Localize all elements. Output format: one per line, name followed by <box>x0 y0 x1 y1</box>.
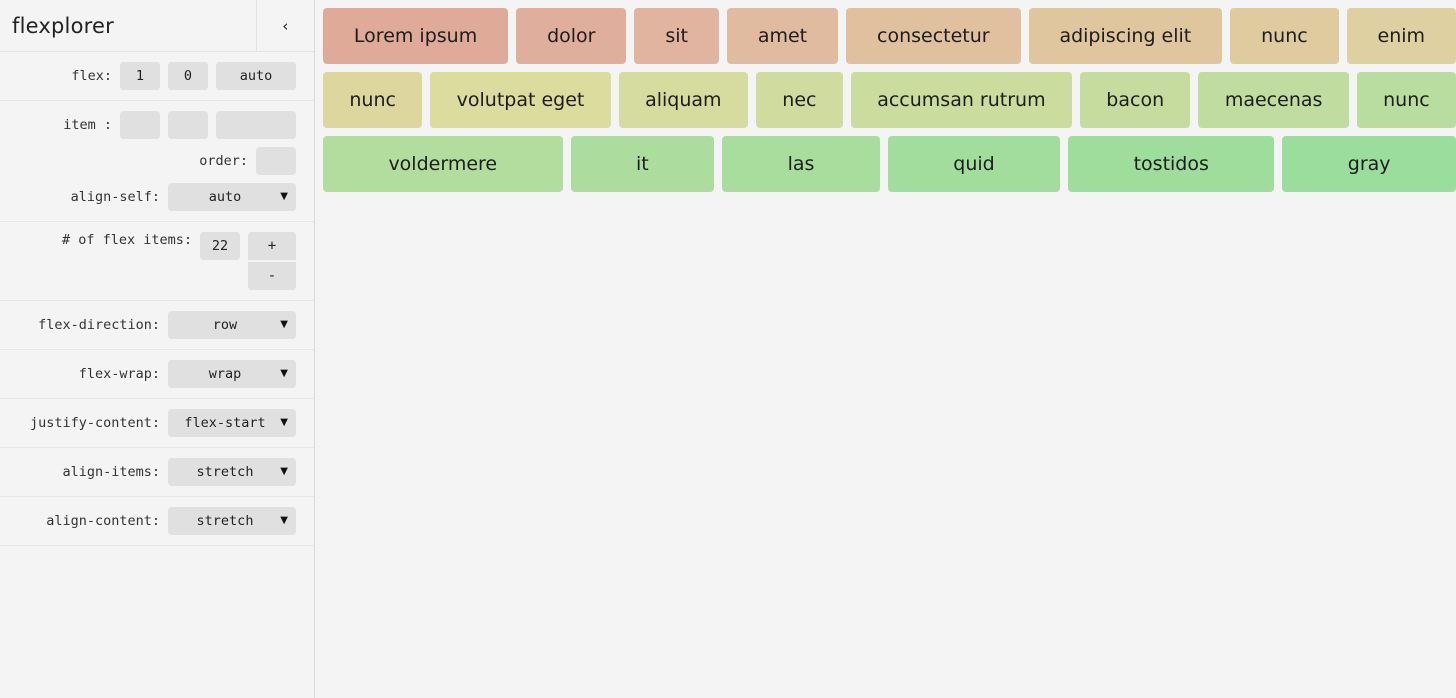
decrement-items-button[interactable]: - <box>248 262 296 290</box>
collapse-sidebar-button[interactable]: ‹ <box>256 0 314 51</box>
flex-item[interactable]: nec <box>755 72 843 128</box>
flex-item[interactable]: dolor <box>516 8 627 64</box>
flex-item-label: aliquam <box>645 89 722 111</box>
flex-item-label: tostidos <box>1133 153 1209 175</box>
flex-item[interactable]: amet <box>726 8 839 64</box>
flex-item-label: adipiscing elit <box>1059 25 1192 47</box>
item-label: item : <box>63 117 112 133</box>
flex-wrap-select[interactable]: nowrapwrapwrap-reverse <box>168 360 296 388</box>
flex-item-count-row: # of flex items: + - <box>0 222 314 301</box>
align-content-label: align-content: <box>46 513 160 529</box>
justify-content-row: justify-content: flex-startflex-endcente… <box>0 399 314 448</box>
flex-item[interactable]: adipiscing elit <box>1028 8 1223 64</box>
app-title: flexplorer <box>12 13 114 38</box>
flex-item-count-stepper: + - <box>248 232 296 290</box>
item-grow-input[interactable] <box>120 111 160 139</box>
order-label: order: <box>199 153 248 169</box>
flex-item[interactable]: nunc <box>1356 72 1456 128</box>
flex-container: Lorem ipsum dolor sit amet consectetur adipis… <box>323 8 1456 192</box>
flex-item-label: it <box>635 153 649 175</box>
align-items-label: align-items: <box>62 464 160 480</box>
flex-item[interactable]: quid <box>887 136 1061 192</box>
order-input[interactable] <box>256 147 296 175</box>
flex-item[interactable]: nunc <box>323 72 423 128</box>
flex-item[interactable]: sit <box>634 8 719 64</box>
flex-item[interactable]: nunc <box>1230 8 1339 64</box>
flex-item-count-input[interactable] <box>200 232 240 260</box>
align-content-row: align-content: stretchflex-startflex-end… <box>0 497 314 546</box>
chevron-left-icon: ‹ <box>280 16 291 35</box>
flex-item-label: enim <box>1377 25 1426 47</box>
flex-item[interactable]: volutpat eget <box>430 72 611 128</box>
flex-item[interactable]: enim <box>1346 8 1456 64</box>
flex-item-label: amet <box>757 25 808 47</box>
flex-direction-row: flex-direction: rowrow-reversecolumncolu… <box>0 301 314 350</box>
flex-direction-select[interactable]: rowrow-reversecolumncolumn-reverse <box>168 311 296 339</box>
control-sidebar: flexplorer ‹ flex: item : order: <box>0 0 315 698</box>
flex-direction-label: flex-direction: <box>38 317 160 333</box>
flex-item-label: sit <box>665 25 688 47</box>
flex-item[interactable]: tostidos <box>1068 136 1275 192</box>
flex-item-label: dolor <box>547 25 596 47</box>
flex-item-label: nec <box>782 89 817 111</box>
justify-content-label: justify-content: <box>29 415 160 431</box>
align-items-select[interactable]: stretchflex-startflex-endcenterbaseline <box>168 458 296 486</box>
flex-item-label: Lorem ipsum <box>353 25 478 47</box>
flex-item-label: las <box>787 153 815 175</box>
align-content-select[interactable]: stretchflex-startflex-endcenterspace-bet… <box>168 507 296 535</box>
flex-item[interactable]: gray <box>1282 136 1456 192</box>
increment-items-button[interactable]: + <box>248 232 296 260</box>
flex-label: flex: <box>71 68 112 84</box>
flex-item[interactable]: maecenas <box>1198 72 1349 128</box>
flex-item[interactable]: voldermere <box>323 136 563 192</box>
flex-item[interactable]: Lorem ipsum <box>323 8 509 64</box>
flex-item[interactable]: accumsan rutrum <box>850 72 1072 128</box>
align-self-label: align-self: <box>70 189 160 205</box>
sidebar-header: flexplorer ‹ <box>0 0 314 52</box>
flex-item-label: maecenas <box>1224 89 1323 111</box>
flex-preview-area: Lorem ipsum dolor sit amet consectetur adipis… <box>315 0 1456 698</box>
flex-item-label: volutpat eget <box>456 89 585 111</box>
item-properties-row: item : order: align-self: autoflex-start… <box>0 101 314 222</box>
flex-grow-input[interactable] <box>120 62 160 90</box>
flex-wrap-row: flex-wrap: nowrapwrapwrap-reverse ▼ <box>0 350 314 399</box>
flex-item-count-label: # of flex items: <box>61 232 192 248</box>
align-self-select[interactable]: autoflex-startflex-endcenterbaselinestre… <box>168 183 296 211</box>
flex-item-label: gray <box>1347 153 1391 175</box>
flex-item[interactable]: las <box>722 136 880 192</box>
flex-shorthand-row: flex: <box>0 52 314 101</box>
flex-item-label: nunc <box>349 89 396 111</box>
flex-item-label: quid <box>953 153 995 175</box>
flex-item[interactable]: aliquam <box>618 72 748 128</box>
flex-item-label: bacon <box>1106 89 1165 111</box>
flex-wrap-label: flex-wrap: <box>78 366 160 382</box>
flex-item[interactable]: bacon <box>1079 72 1191 128</box>
flex-item-label: nunc <box>1383 89 1430 111</box>
flex-item[interactable]: consectetur <box>846 8 1021 64</box>
flex-basis-input[interactable] <box>216 62 296 90</box>
flex-shrink-input[interactable] <box>168 62 208 90</box>
justify-content-select[interactable]: flex-startflex-endcenterspace-betweenspa… <box>168 409 296 437</box>
flex-item-label: consectetur <box>877 25 990 47</box>
item-basis-input[interactable] <box>216 111 296 139</box>
flex-item-label: nunc <box>1261 25 1308 47</box>
align-items-row: align-items: stretchflex-startflex-endce… <box>0 448 314 497</box>
flex-item-label: accumsan rutrum <box>877 89 1046 111</box>
flex-item-label: voldermere <box>388 153 498 175</box>
flex-item[interactable]: it <box>570 136 715 192</box>
item-shrink-input[interactable] <box>168 111 208 139</box>
